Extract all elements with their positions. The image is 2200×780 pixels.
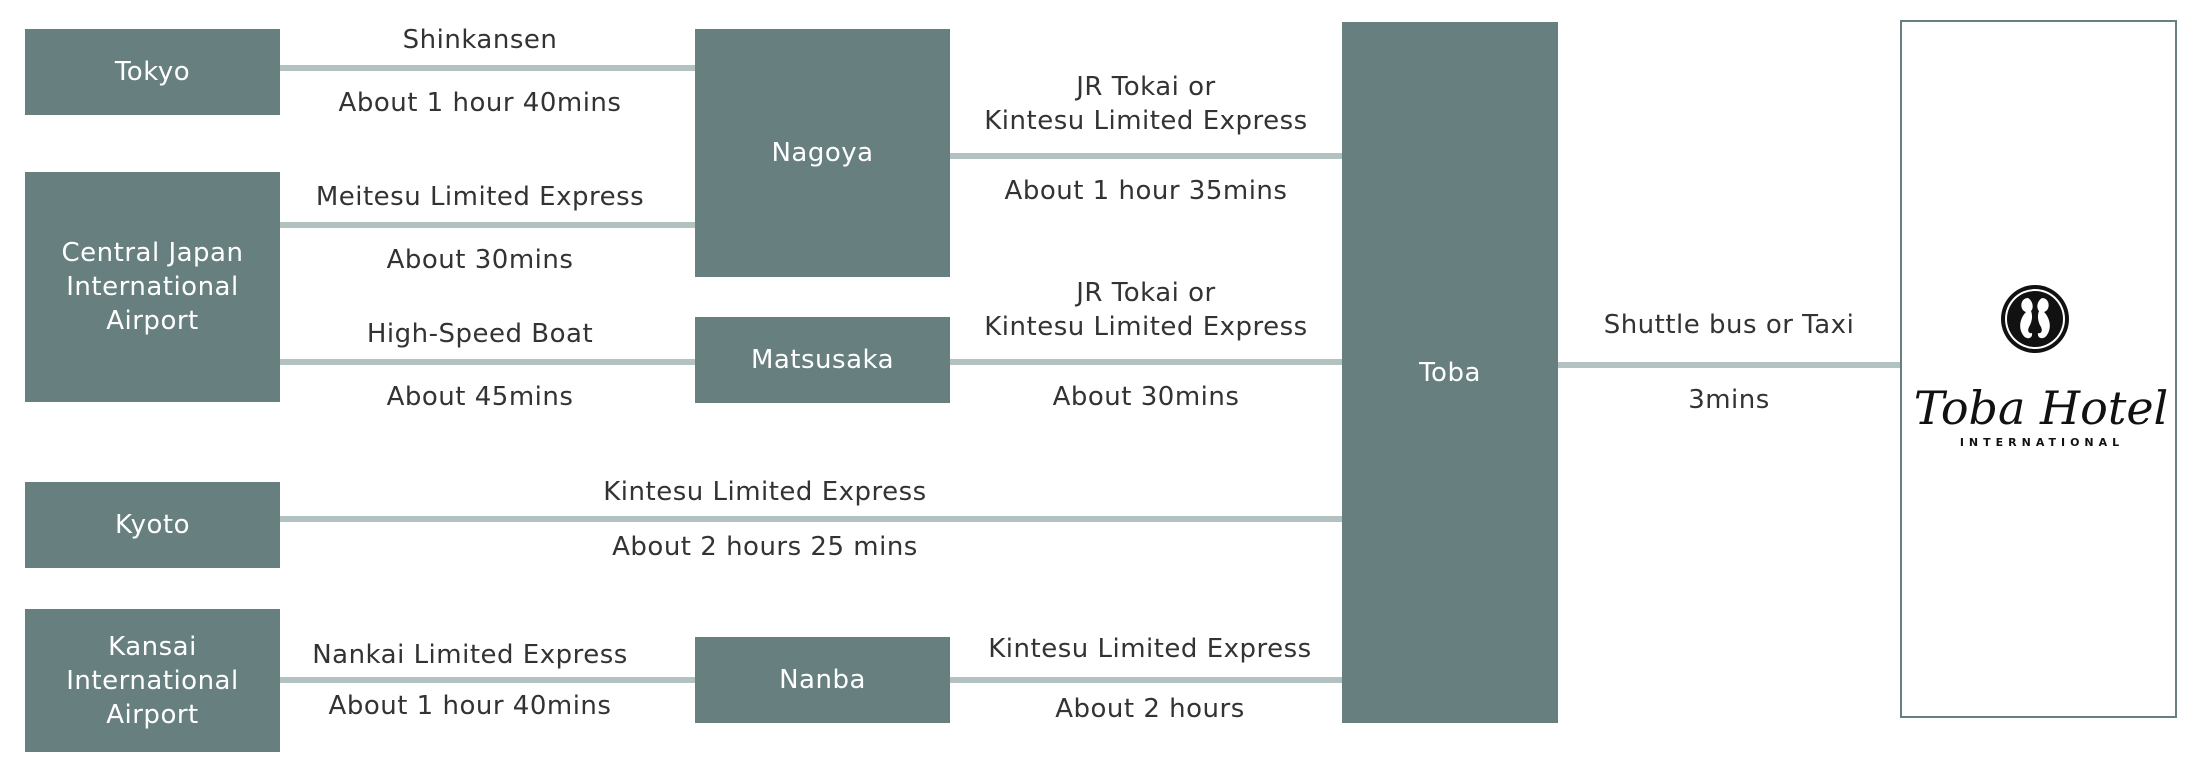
seahorse-emblem-icon	[2001, 285, 2069, 353]
line-kansai-nanba	[280, 677, 695, 683]
station-central-japan-line-3: Airport	[106, 306, 199, 336]
station-central-japan-airport-label: Central Japan International Airport	[62, 236, 244, 338]
line-tokyo-nagoya	[280, 65, 695, 71]
route-kyoto-toba-service: Kintesu Limited Express	[603, 477, 927, 507]
station-matsusaka-label: Matsusaka	[750, 345, 895, 375]
line-nanba-toba	[950, 677, 1342, 683]
route-kansai-nanba-time: About 1 hour 40mins	[328, 691, 612, 721]
route-nanba-toba-service: Kintesu Limited Express	[988, 634, 1312, 664]
route-matsusaka-toba-service-line-1: JR Tokai or	[1076, 278, 1216, 308]
station-tokyo: Tokyo	[25, 29, 280, 115]
station-nagoya: Nagoya	[695, 29, 950, 277]
line-kyoto-toba	[280, 516, 1342, 522]
route-nagoya-toba-service-line-2: Kintesu Limited Express	[984, 106, 1308, 136]
line-airport-nagoya	[280, 222, 695, 228]
route-nanba-toba-time: About 2 hours	[1055, 694, 1245, 724]
station-nanba: Nanba	[695, 637, 950, 723]
station-central-japan-line-2: International	[66, 272, 239, 302]
station-toba: Toba	[1342, 22, 1558, 723]
hotel-destination-panel: Toba Hotel INTERNATIONAL	[1900, 20, 2177, 718]
route-airport-matsusaka-time: About 45mins	[386, 382, 574, 412]
hotel-logo: Toba Hotel INTERNATIONAL	[1914, 285, 2169, 449]
station-toba-label: Toba	[1419, 357, 1481, 388]
station-kansai-line-1: Kansai	[108, 631, 197, 662]
line-matsusaka-toba	[950, 359, 1342, 365]
route-airport-matsusaka-service: High-Speed Boat	[366, 319, 594, 349]
station-kansai-line-3: Airport	[106, 699, 199, 730]
hotel-logo-sub: INTERNATIONAL	[1960, 436, 2124, 449]
route-toba-hotel-time: 3mins	[1688, 385, 1770, 415]
station-nanba-label: Nanba	[779, 665, 866, 695]
line-toba-hotel	[1558, 362, 1900, 368]
line-airport-matsusaka	[280, 359, 695, 365]
hotel-logo-script: Toba Hotel	[1914, 381, 2169, 435]
route-kansai-nanba-service: Nankai Limited Express	[312, 640, 628, 670]
station-kansai-line-2: International	[66, 665, 239, 696]
route-airport-nagoya-service: Meitesu Limited Express	[315, 182, 645, 212]
station-central-japan-line-1: Central Japan	[61, 238, 244, 268]
station-kansai-airport-label: Kansai International Airport	[66, 630, 238, 732]
line-nagoya-toba	[950, 153, 1342, 159]
station-kyoto-label: Kyoto	[114, 510, 191, 540]
station-tokyo-label: Tokyo	[114, 57, 191, 87]
route-airport-nagoya-time: About 30mins	[386, 245, 574, 275]
route-nagoya-toba-time: About 1 hour 35mins	[1004, 176, 1288, 206]
route-toba-hotel-service: Shuttle bus or Taxi	[1603, 310, 1855, 340]
route-kyoto-toba-time: About 2 hours 25 mins	[612, 532, 918, 562]
station-matsusaka: Matsusaka	[695, 317, 950, 403]
route-nagoya-toba-service-line-1: JR Tokai or	[1076, 72, 1216, 102]
station-nagoya-label: Nagoya	[771, 138, 874, 168]
station-kyoto: Kyoto	[25, 482, 280, 568]
route-matsusaka-toba-service-line-2: Kintesu Limited Express	[984, 312, 1308, 342]
station-kansai-airport: Kansai International Airport	[25, 609, 280, 752]
route-matsusaka-toba-time: About 30mins	[1052, 382, 1240, 412]
route-tokyo-nagoya-service: Shinkansen	[402, 25, 558, 55]
route-tokyo-nagoya-time: About 1 hour 40mins	[338, 88, 622, 118]
station-central-japan-airport: Central Japan International Airport	[25, 172, 280, 402]
